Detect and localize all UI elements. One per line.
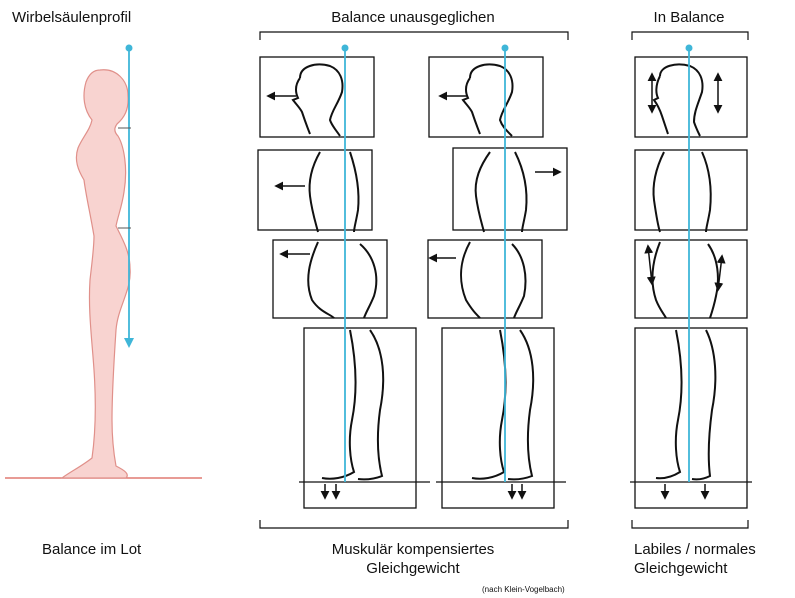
plumb-dot-a <box>342 45 349 52</box>
figure-backward-lean <box>428 57 567 508</box>
bracket-balanced-bottom <box>632 520 748 528</box>
body-profile-figure <box>5 45 202 479</box>
plumb-dot-c <box>686 45 693 52</box>
plumb-bob <box>124 338 134 348</box>
bracket-unbalanced-top <box>260 32 568 40</box>
plumb-top-dot <box>126 45 133 52</box>
plumb-dot-b <box>502 45 509 52</box>
figure-forward-lean <box>258 57 430 508</box>
body-silhouette <box>62 70 130 478</box>
bracket-unbalanced-bottom <box>260 520 568 528</box>
figure-balanced <box>630 57 752 508</box>
bracket-balanced-top <box>632 32 748 40</box>
